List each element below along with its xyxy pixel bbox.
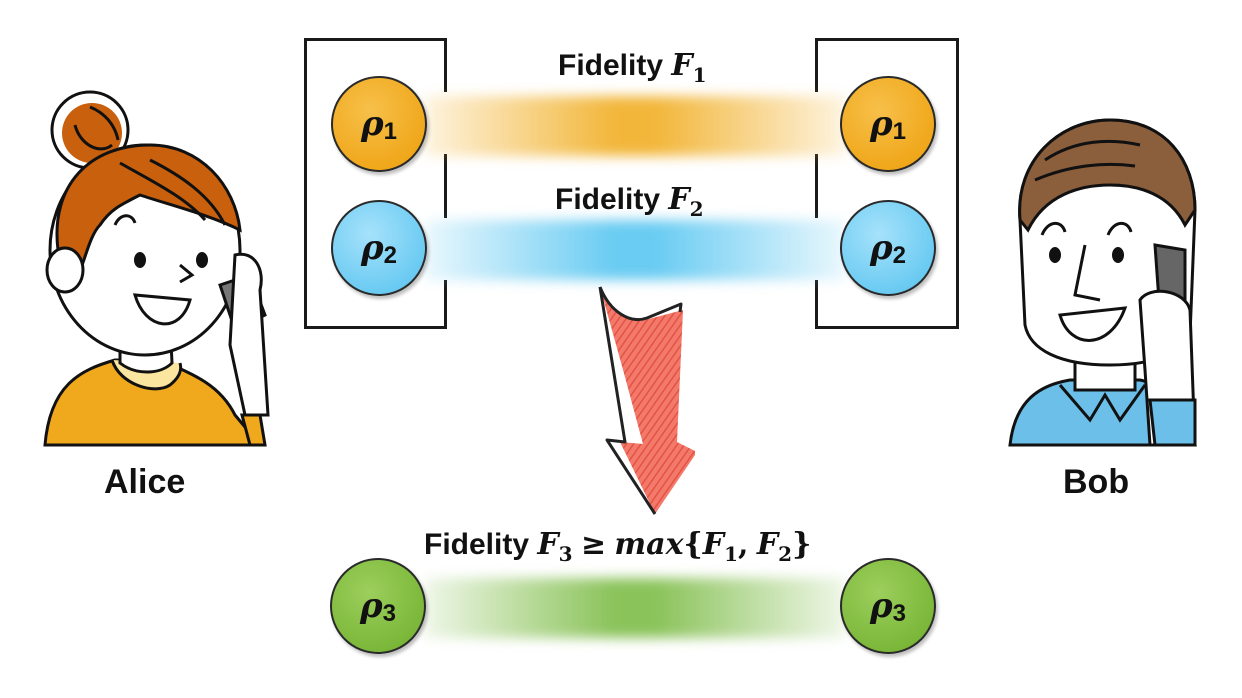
- comma: ,: [738, 527, 749, 562]
- f3-symbol: F: [537, 527, 559, 562]
- fidelity-word: Fidelity: [424, 528, 530, 561]
- rho-subscript: 3: [892, 600, 906, 627]
- open-brace: {: [683, 527, 703, 562]
- rho-symbol: ρ: [870, 586, 893, 626]
- f3-subscript: 3: [558, 542, 573, 566]
- down-arrow-icon: [598, 286, 695, 515]
- max-function: max: [614, 527, 684, 562]
- fidelity-f3-label: Fidelity F3 ≥ max{F1, F2}: [424, 527, 812, 566]
- geq-symbol: ≥: [580, 527, 607, 562]
- entanglement-link-rho1: [425, 96, 845, 156]
- f1-symbol: F: [671, 48, 693, 83]
- alice-register-box: [304, 38, 447, 329]
- bob-illustration: [1008, 118, 1197, 447]
- f1-subscript: 1: [692, 63, 707, 87]
- alice-name: Alice: [104, 463, 186, 501]
- entanglement-link-rho3: [425, 578, 845, 638]
- rho-subscript: 1: [383, 118, 397, 145]
- rho-symbol: ρ: [870, 104, 893, 144]
- bob-name: Bob: [1063, 463, 1130, 501]
- f2-symbol: F: [668, 182, 690, 217]
- rho-symbol: ρ: [360, 586, 383, 626]
- arg2-subscript: 2: [778, 542, 793, 566]
- close-brace: }: [792, 527, 812, 562]
- f2-subscript: 2: [689, 197, 704, 221]
- rho-subscript: 2: [383, 242, 397, 269]
- rho-subscript: 1: [892, 118, 906, 145]
- arg1-subscript: 1: [724, 542, 739, 566]
- entanglement-link-rho2: [425, 220, 845, 280]
- alice-illustration: [43, 90, 270, 447]
- rho-subscript: 2: [892, 242, 906, 269]
- bob-register-box: [815, 38, 959, 329]
- arg2-symbol: F: [756, 527, 779, 562]
- rho-symbol: ρ: [870, 228, 893, 268]
- fidelity-f1-label: Fidelity F1: [558, 48, 707, 87]
- rho-symbol: ρ: [361, 228, 384, 268]
- fidelity-word: Fidelity: [555, 183, 661, 216]
- arg1-symbol: F: [702, 527, 725, 562]
- rho-symbol: ρ: [361, 104, 384, 144]
- rho-subscript: 3: [382, 600, 396, 627]
- fidelity-word: Fidelity: [558, 49, 664, 82]
- fidelity-f2-label: Fidelity F2: [555, 182, 704, 221]
